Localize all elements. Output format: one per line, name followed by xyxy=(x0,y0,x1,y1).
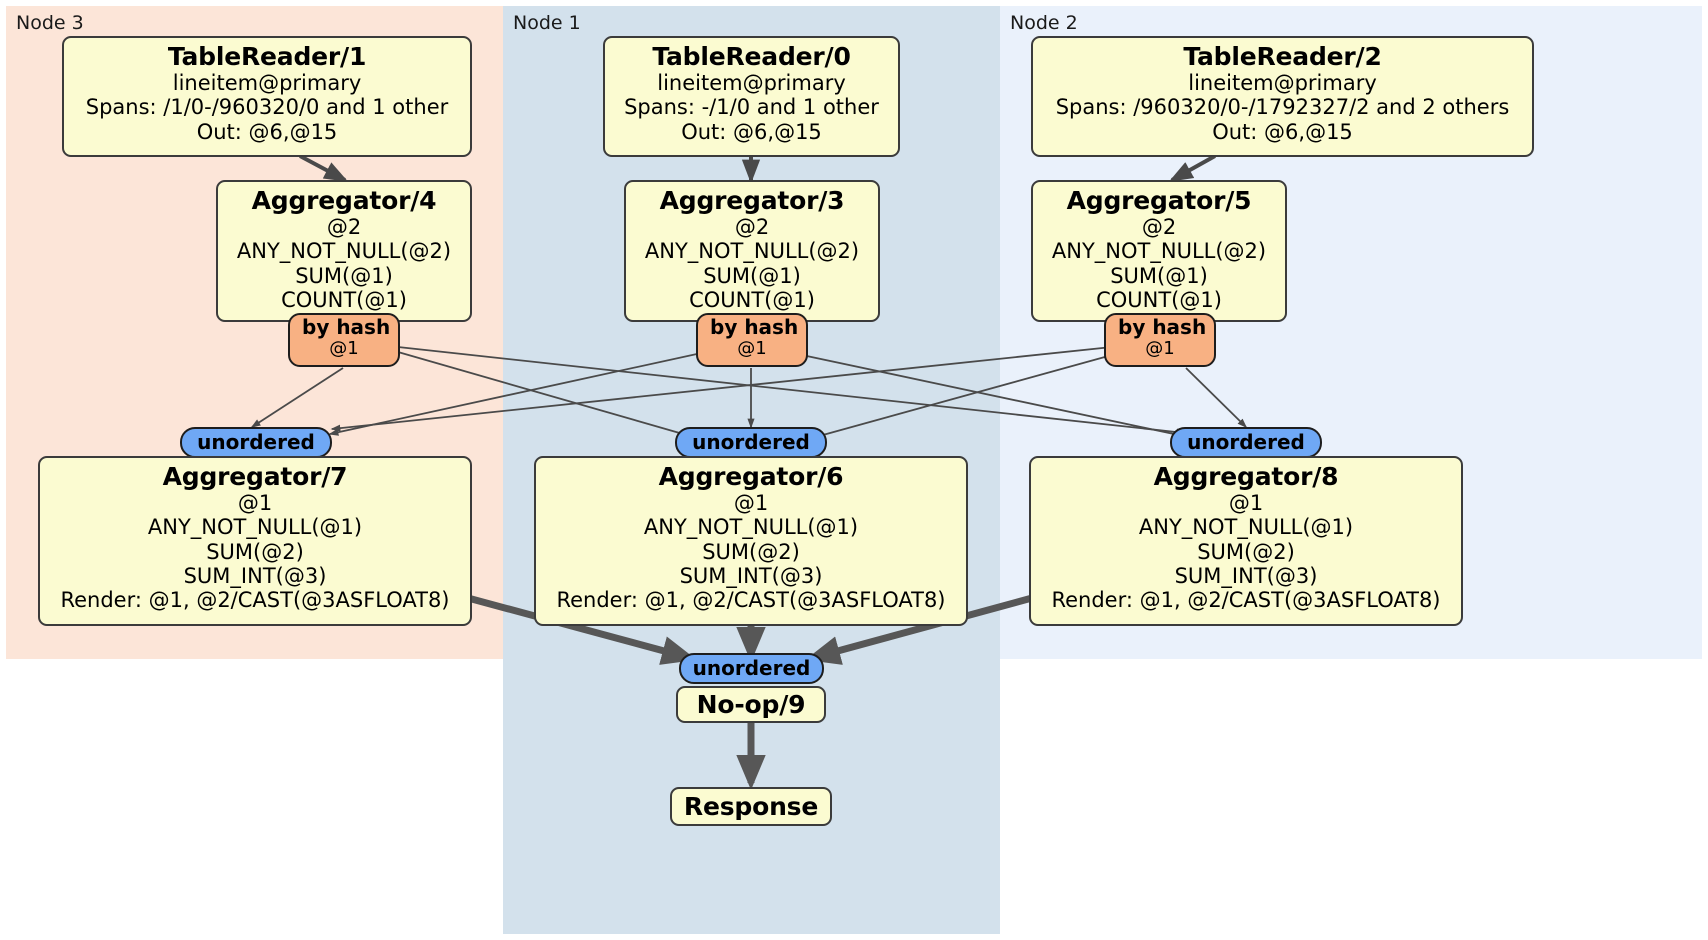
processor-line: ANY_NOT_NULL(@2) xyxy=(1051,239,1267,264)
processor-line: @2 xyxy=(734,215,770,239)
processor-line: ANY_NOT_NULL(@1) xyxy=(1138,515,1354,540)
processor-title: TableReader/1 xyxy=(167,42,367,71)
processor-tablereader-0[interactable]: TableReader/0 lineitem@primary Spans: -/… xyxy=(603,36,900,157)
processor-aggregator-7[interactable]: Aggregator/7 @1 ANY_NOT_NULL(@1) SUM(@2)… xyxy=(38,456,472,626)
processor-aggregator-5[interactable]: Aggregator/5 @2 ANY_NOT_NULL(@2) SUM(@1)… xyxy=(1031,180,1287,322)
processor-line: SUM(@1) xyxy=(703,263,801,288)
processor-line: @1 xyxy=(733,491,769,515)
processor-title: TableReader/0 xyxy=(652,42,851,71)
processor-line: Spans: /960320/0-/1792327/2 and 2 others xyxy=(1055,95,1510,120)
router-by-hash-mid[interactable]: by hash @1 xyxy=(696,313,808,367)
processor-line: COUNT(@1) xyxy=(689,288,815,313)
processor-line: Out: @6,@15 xyxy=(681,119,822,144)
processor-line: Out: @6,@15 xyxy=(196,119,338,144)
processor-title: TableReader/2 xyxy=(1183,42,1382,71)
processor-title: Aggregator/4 xyxy=(251,186,437,215)
processor-line: Render: @1, @2/CAST(@3ASFLOAT8) xyxy=(60,588,450,613)
processor-title: Aggregator/7 xyxy=(162,462,348,491)
synchronizer-title: unordered xyxy=(1187,429,1305,454)
processor-line: @1 xyxy=(1228,491,1264,515)
router-title: by hash xyxy=(302,315,391,339)
processor-line: SUM_INT(@3) xyxy=(679,564,823,589)
processor-line: SUM(@1) xyxy=(1110,263,1208,288)
synchronizer-title: unordered xyxy=(197,429,315,454)
processor-line: COUNT(@1) xyxy=(1096,288,1222,313)
processor-title: Aggregator/8 xyxy=(1153,462,1339,491)
router-title: by hash xyxy=(1118,315,1207,339)
node-panel-label-node1: Node 1 xyxy=(513,12,581,34)
processor-aggregator-4[interactable]: Aggregator/4 @2 ANY_NOT_NULL(@2) SUM(@1)… xyxy=(216,180,472,322)
processor-aggregator-6[interactable]: Aggregator/6 @1 ANY_NOT_NULL(@1) SUM(@2)… xyxy=(534,456,968,626)
synchronizer-title: unordered xyxy=(692,429,810,454)
processor-title: Aggregator/3 xyxy=(659,186,845,215)
processor-line: SUM_INT(@3) xyxy=(183,564,327,589)
processor-aggregator-3[interactable]: Aggregator/3 @2 ANY_NOT_NULL(@2) SUM(@1)… xyxy=(624,180,880,322)
processor-line: SUM(@2) xyxy=(1197,539,1295,564)
processor-line: lineitem@primary xyxy=(1188,71,1377,95)
processor-line: ANY_NOT_NULL(@1) xyxy=(147,515,363,540)
router-by-hash-right[interactable]: by hash @1 xyxy=(1104,313,1216,367)
synchronizer-unordered-final[interactable]: unordered xyxy=(679,653,824,684)
processor-line: SUM(@2) xyxy=(206,539,304,564)
processor-line: @1 xyxy=(237,491,273,515)
processor-title: No-op/9 xyxy=(696,689,806,719)
processor-line: Spans: /1/0-/960320/0 and 1 other xyxy=(85,95,449,120)
router-title: by hash xyxy=(710,315,799,339)
synchronizer-title: unordered xyxy=(692,655,811,680)
processor-aggregator-8[interactable]: Aggregator/8 @1 ANY_NOT_NULL(@1) SUM(@2)… xyxy=(1029,456,1463,626)
node-panel-label-node2: Node 2 xyxy=(1010,12,1078,34)
processor-response[interactable]: Response xyxy=(670,787,832,826)
synchronizer-unordered-right[interactable]: unordered xyxy=(1170,427,1322,458)
router-subtitle: @1 xyxy=(329,337,359,359)
node-panel-label-node3: Node 3 xyxy=(16,12,84,34)
processor-line: @2 xyxy=(1141,215,1177,239)
processor-title: Aggregator/5 xyxy=(1066,186,1252,215)
processor-line: ANY_NOT_NULL(@2) xyxy=(236,239,452,264)
processor-tablereader-1[interactable]: TableReader/1 lineitem@primary Spans: /1… xyxy=(62,36,472,157)
processor-noop-9[interactable]: No-op/9 xyxy=(676,686,826,723)
processor-line: SUM(@1) xyxy=(295,263,393,288)
processor-line: lineitem@primary xyxy=(657,71,846,95)
processor-line: SUM(@2) xyxy=(702,539,800,564)
processor-tablereader-2[interactable]: TableReader/2 lineitem@primary Spans: /9… xyxy=(1031,36,1534,157)
synchronizer-unordered-left[interactable]: unordered xyxy=(180,427,332,458)
processor-line: Render: @1, @2/CAST(@3ASFLOAT8) xyxy=(1051,588,1441,613)
processor-title: Aggregator/6 xyxy=(658,462,844,491)
processor-title: Response xyxy=(683,791,819,821)
processor-line: Out: @6,@15 xyxy=(1212,119,1353,144)
router-subtitle: @1 xyxy=(1145,337,1175,359)
processor-line: lineitem@primary xyxy=(172,71,362,95)
processor-line: @2 xyxy=(326,215,362,239)
router-by-hash-left[interactable]: by hash @1 xyxy=(288,313,400,367)
processor-line: ANY_NOT_NULL(@2) xyxy=(644,239,860,264)
processor-line: ANY_NOT_NULL(@1) xyxy=(643,515,859,540)
router-subtitle: @1 xyxy=(737,337,767,359)
processor-line: COUNT(@1) xyxy=(281,288,407,313)
synchronizer-unordered-mid[interactable]: unordered xyxy=(675,427,827,458)
processor-line: SUM_INT(@3) xyxy=(1174,564,1318,589)
processor-line: Render: @1, @2/CAST(@3ASFLOAT8) xyxy=(556,588,946,613)
processor-line: Spans: -/1/0 and 1 other xyxy=(624,95,879,120)
